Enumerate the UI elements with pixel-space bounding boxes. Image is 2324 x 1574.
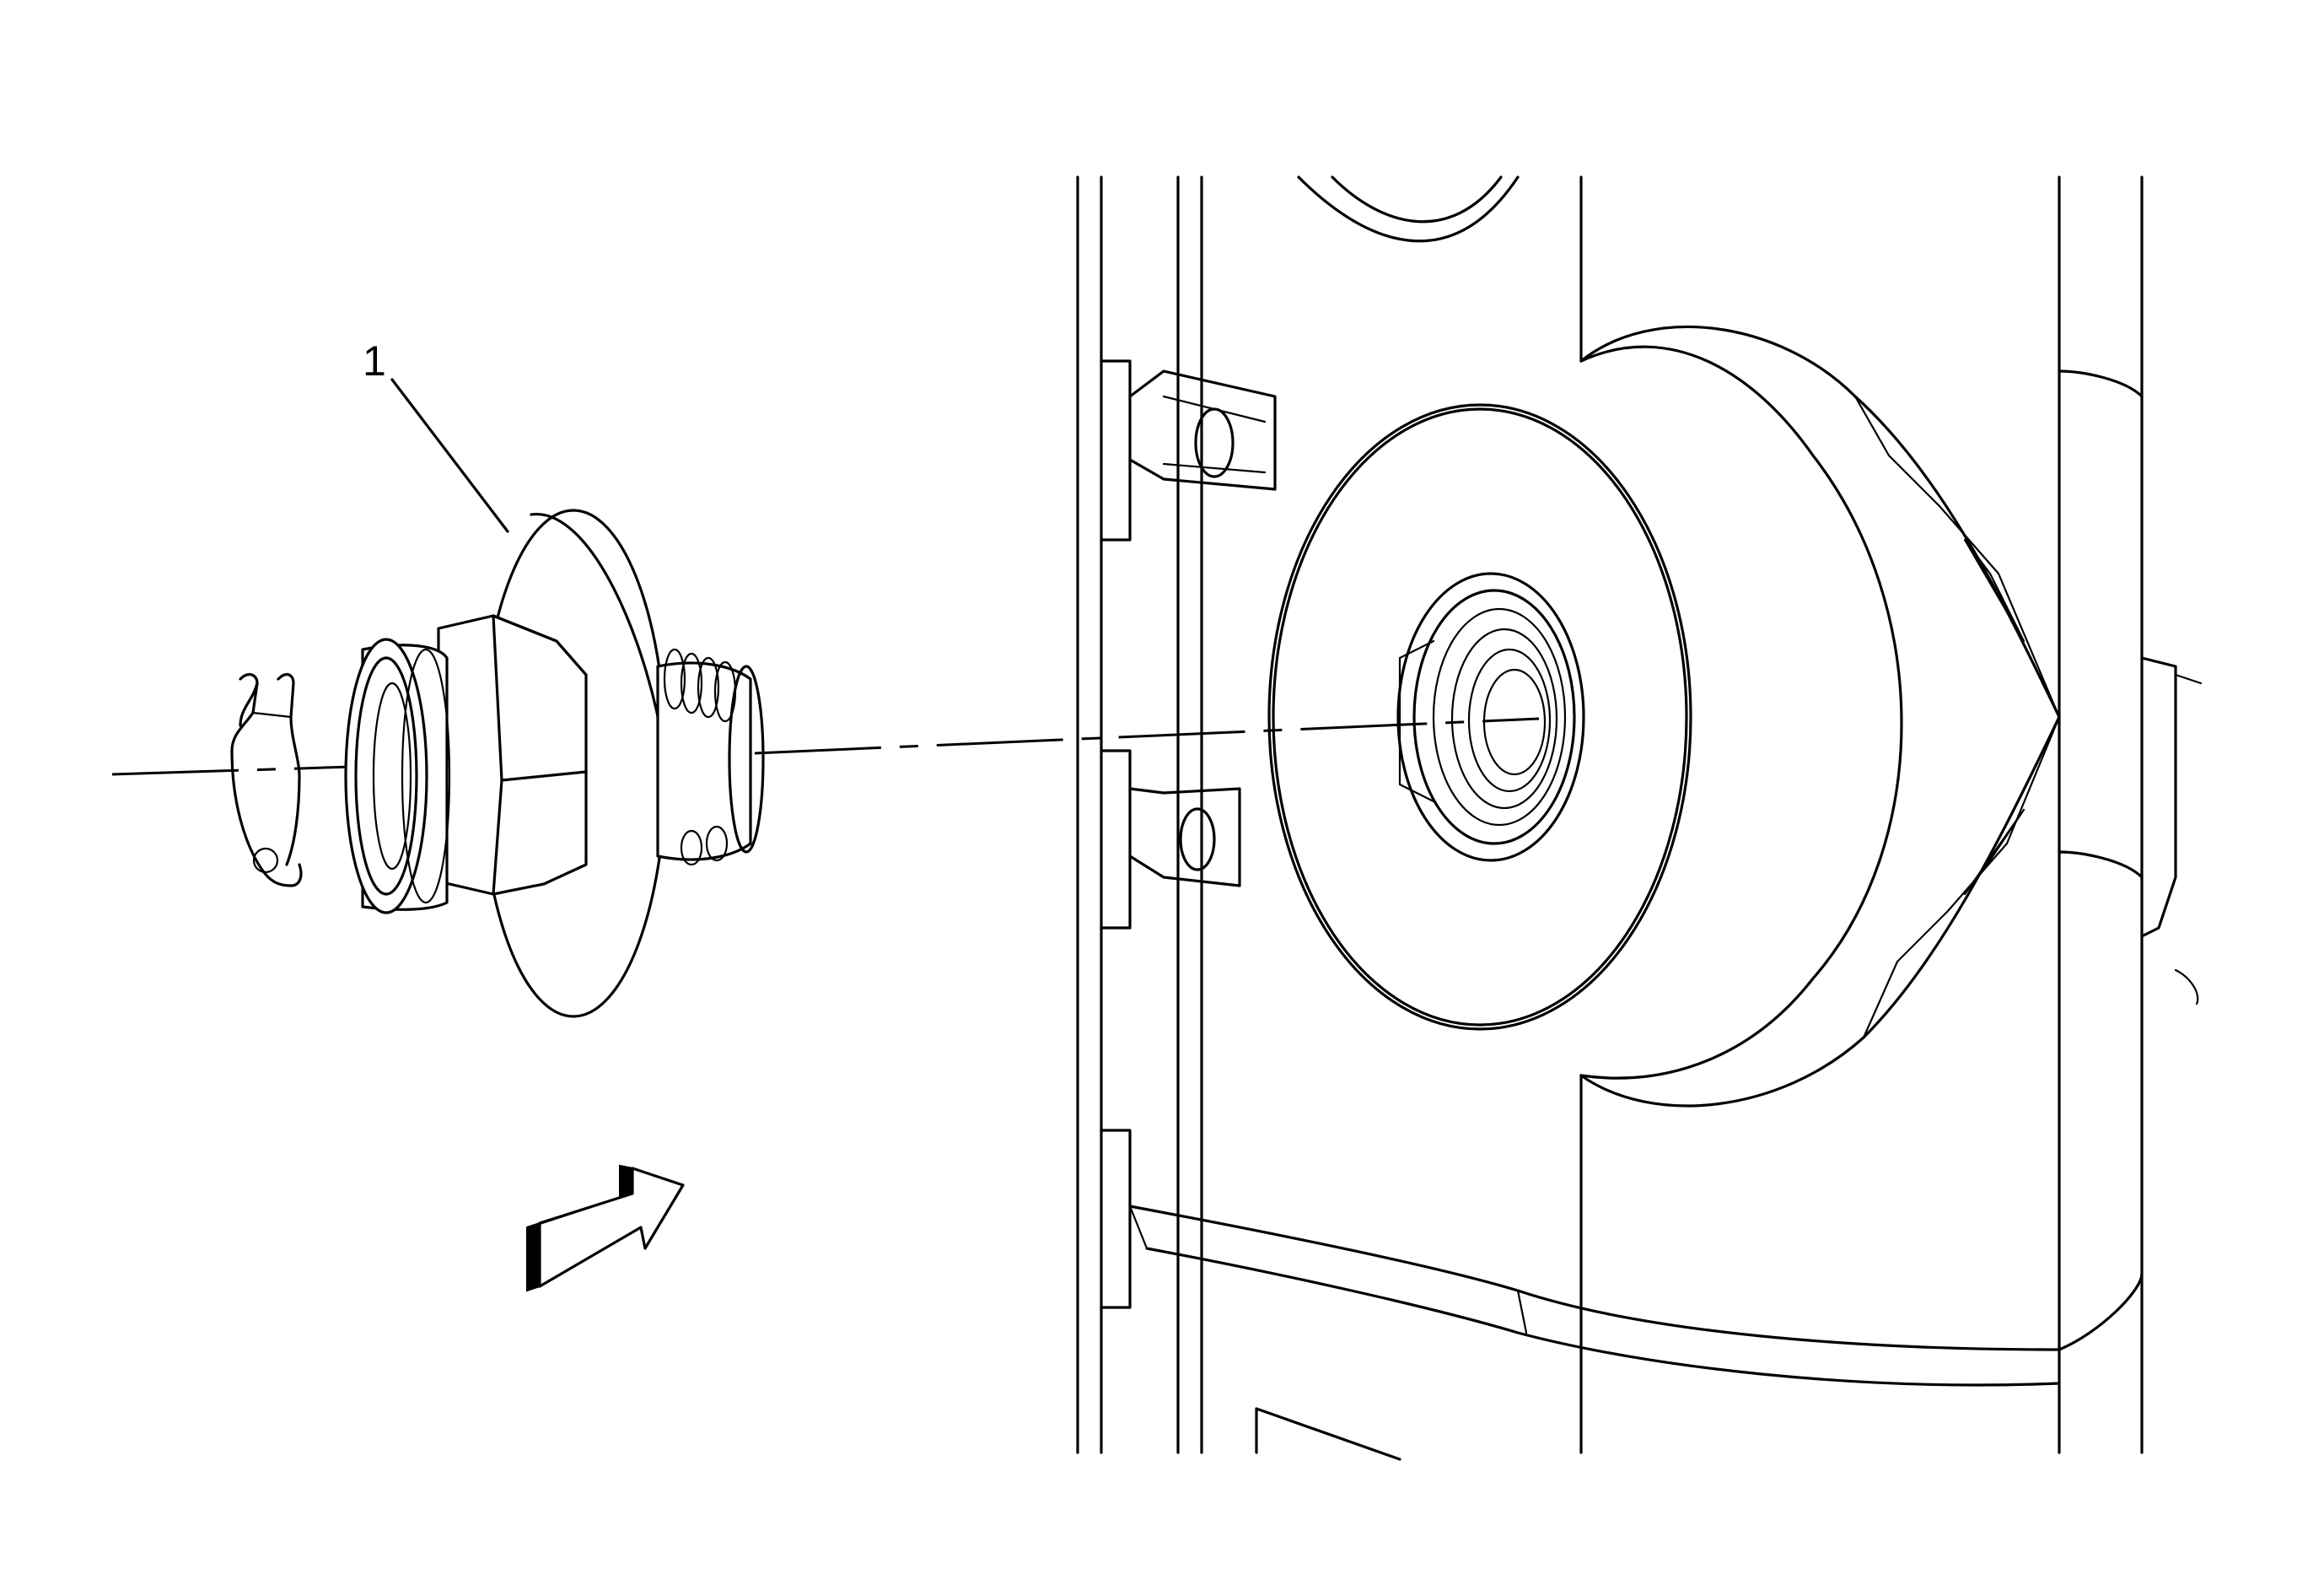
drain-boss [1579, 325, 2061, 1108]
housing-left-rail [1076, 175, 1203, 1454]
housing-assembly [1076, 175, 2203, 1461]
plug-oring [344, 638, 451, 914]
housing-lower-detail [1255, 1407, 1401, 1461]
housing-strap [1128, 1205, 2144, 1387]
callout-leader-line [390, 378, 509, 533]
retaining-clip [230, 672, 303, 887]
rail-tab-middle [1100, 749, 1241, 930]
direction-arrow-icon [526, 1164, 685, 1292]
callout-number: 1 [363, 337, 386, 385]
plug-hex-head [437, 614, 588, 896]
drain-plug [344, 509, 765, 1018]
plug-threads [656, 648, 765, 866]
rail-tab-lower [1100, 1129, 1132, 1309]
rail-tab-upper [1100, 359, 1277, 542]
right-edge-clip [2058, 369, 2203, 1005]
alignment-axis [111, 717, 1540, 776]
housing-body [1297, 175, 2144, 1454]
drain-hole-face [1267, 403, 1692, 1031]
callout-1: 1 [363, 337, 509, 533]
